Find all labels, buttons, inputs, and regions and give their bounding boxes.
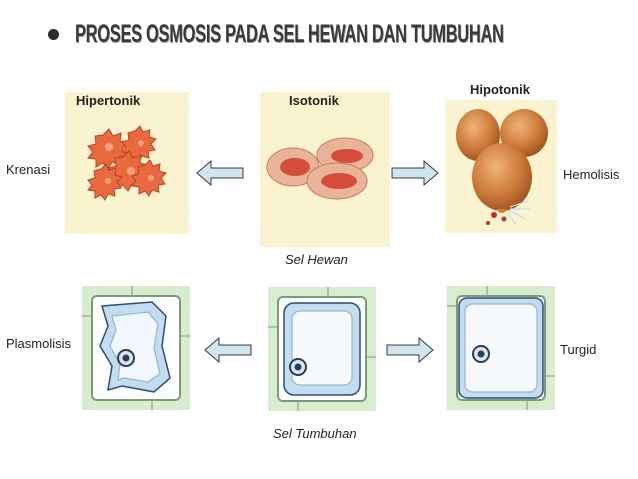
hemolysed-cells-illustration bbox=[452, 105, 552, 230]
animal-cell-caption: Sel Hewan bbox=[285, 252, 348, 267]
bullet-icon bbox=[48, 29, 59, 40]
turgid-plant-cell-illustration bbox=[447, 286, 555, 410]
arrow-right-icon bbox=[390, 158, 440, 188]
hemolysis-label: Hemolisis bbox=[563, 167, 619, 182]
crenation-label: Krenasi bbox=[6, 162, 50, 177]
title-row: PROSES OSMOSIS PADA SEL HEWAN DAN TUMBUH… bbox=[48, 20, 638, 49]
hypertonic-label: Hipertonik bbox=[76, 93, 140, 108]
crenated-cells-illustration bbox=[83, 125, 173, 205]
turgid-label: Turgid bbox=[560, 342, 596, 357]
arrow-left-icon bbox=[195, 158, 245, 188]
normal-plant-cell-illustration bbox=[268, 287, 376, 411]
isotonic-label: Isotonik bbox=[289, 93, 339, 108]
arrow-right-icon bbox=[385, 335, 435, 365]
page-title: PROSES OSMOSIS PADA SEL HEWAN DAN TUMBUH… bbox=[75, 20, 504, 49]
normal-rbc-illustration bbox=[265, 135, 385, 200]
plasmolysis-label: Plasmolisis bbox=[6, 336, 71, 351]
plasmolysed-plant-cell-illustration bbox=[82, 286, 190, 410]
hypotonic-label: Hipotonik bbox=[470, 82, 530, 97]
arrow-left-icon bbox=[203, 335, 253, 365]
plant-cell-caption: Sel Tumbuhan bbox=[273, 426, 357, 441]
